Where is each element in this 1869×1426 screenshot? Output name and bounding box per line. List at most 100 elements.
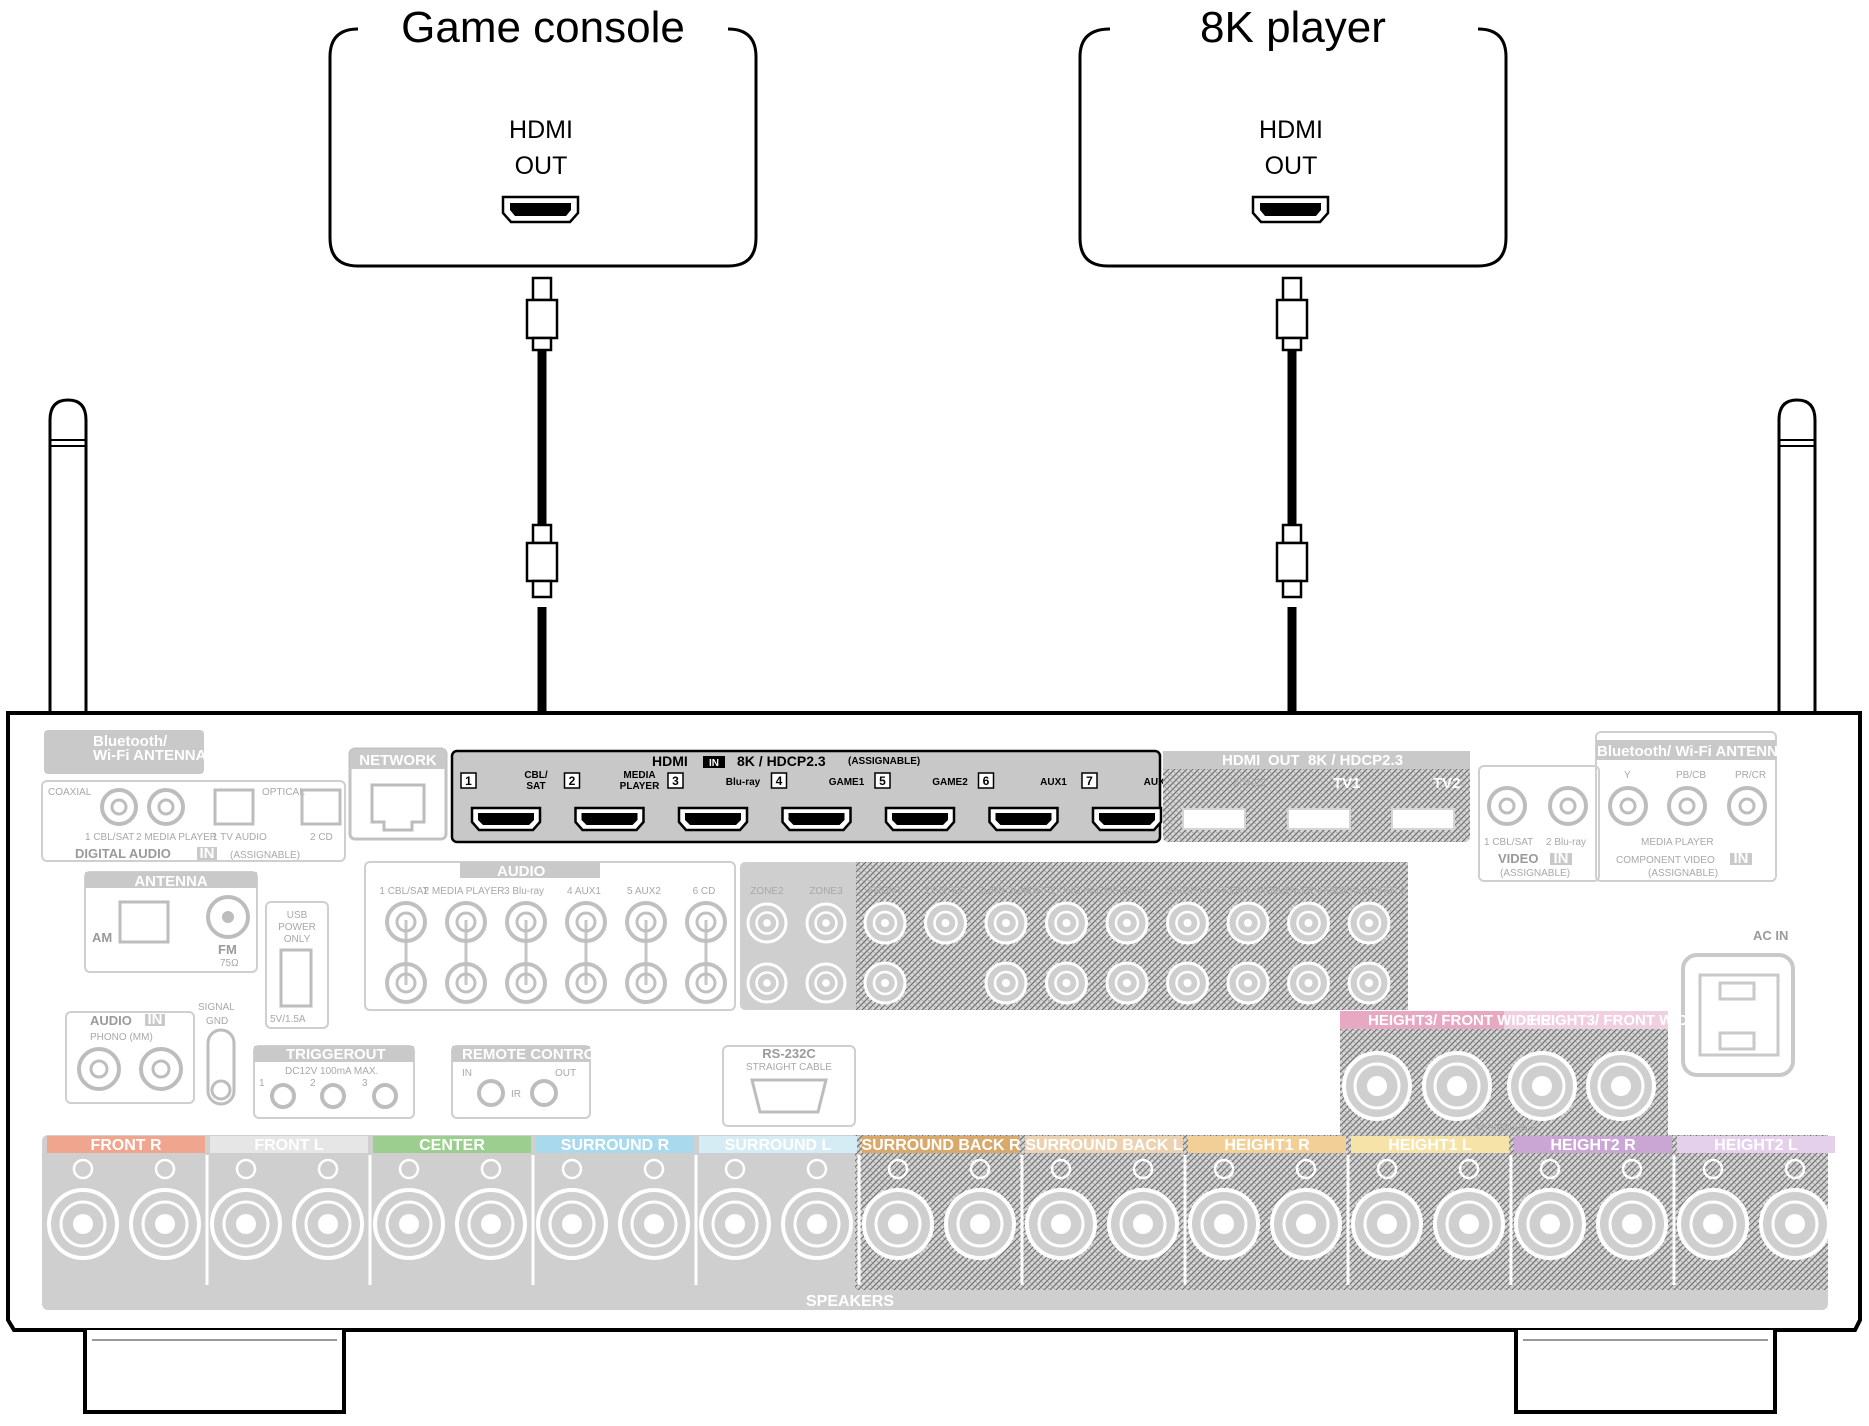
game-console-hdmi-out-port-icon	[501, 195, 580, 224]
pre-out-label: FRONT	[868, 886, 902, 897]
hdmi-out-spec: 8K / HDCP2.3	[1308, 752, 1403, 769]
speaker-group: HEIGHT2 R	[1514, 1136, 1676, 1285]
audio-jack-l	[445, 901, 487, 943]
speaker-group: CENTER	[373, 1136, 535, 1285]
am-label: AM	[92, 930, 112, 945]
speaker-group-label: HEIGHT2 L	[1714, 1137, 1798, 1154]
pre-out-jack	[1166, 901, 1209, 945]
audio-jack-l	[505, 901, 547, 943]
hdmi-port-label: GAME1	[829, 777, 865, 788]
speaker-post	[944, 1158, 1016, 1260]
speaker-post	[129, 1158, 201, 1260]
speakers-label: SPEAKERS	[806, 1293, 894, 1310]
hdmi-port-label: MEDIA	[623, 770, 655, 781]
video-in-badge: IN	[1554, 850, 1569, 867]
speaker-post	[781, 1158, 853, 1260]
audio-jack-l	[685, 901, 727, 943]
speaker-post	[699, 1158, 771, 1260]
phono-section: AUDIO IN PHONO (MM) SIGNAL GND	[65, 1002, 236, 1106]
8k-player-hdmi-out-port-icon	[1251, 195, 1330, 224]
usb-label-3: ONLY	[284, 934, 311, 945]
hdmi-out-badge: OUT	[1268, 752, 1300, 769]
pre-out-jack	[1166, 961, 1209, 1005]
hdmi-port-number: 5	[879, 774, 886, 788]
hdmi-port-label: SAT	[526, 781, 545, 792]
rs232c-label: RS-232C	[762, 1046, 816, 1061]
rs232c-sub-label: STRAIGHT CABLE	[746, 1062, 832, 1073]
pre-out-jack	[984, 961, 1028, 1005]
hdmi-in-port-4[interactable]: 4 GAME1	[770, 772, 865, 832]
ac-in-section: AC IN	[1681, 928, 1795, 1077]
speaker-post	[1422, 1051, 1492, 1121]
audio-jack-r	[565, 962, 607, 1004]
audio-port-label: 3 Blu-ray	[504, 886, 544, 897]
speaker-post	[1188, 1158, 1260, 1260]
digital-port-4-label: 2 CD	[310, 832, 333, 843]
speaker-group-label: SURROUND BACK R	[861, 1137, 1021, 1154]
left-antenna	[48, 398, 88, 718]
zone-port-label: ZONE2	[750, 886, 784, 897]
audio-jack-r	[625, 962, 667, 1004]
component-pr: PR/CR	[1735, 770, 1766, 781]
hdmi-port-number-box	[563, 772, 581, 789]
pre-out-jack	[924, 901, 967, 945]
zone-jack	[746, 962, 788, 1004]
right-antenna	[1777, 398, 1817, 718]
hdmi-port-number: 1	[465, 774, 472, 788]
pre-out-jack	[1105, 901, 1149, 945]
hdmi-port-number-box	[460, 772, 477, 789]
hdmi-port-number: 3	[672, 774, 679, 788]
speaker-post	[1107, 1158, 1179, 1260]
hdmi-port-number-box	[667, 772, 684, 789]
hdmi-in-spec: 8K / HDCP2.3	[737, 753, 826, 769]
speaker-post	[47, 1158, 119, 1260]
trigger-label: TRIGGER	[286, 1046, 355, 1063]
video-port-1-label: 1 CBL/SAT	[1484, 837, 1533, 848]
speaker-group: HEIGHT1 L	[1351, 1136, 1513, 1285]
fm-ohm-label: 75Ω	[220, 958, 239, 969]
8k-player-device: 8K player HDMI OUT	[1078, 3, 1508, 268]
height3-assignable: ASSIGNABLE	[1474, 1123, 1538, 1134]
bt-right-label: Bluetooth/ Wi-Fi ANTENNA	[1597, 743, 1789, 760]
speaker-group-label: HEIGHT2 R	[1550, 1137, 1636, 1154]
bt-left-text-1: Bluetooth/	[93, 733, 168, 750]
zone-jack	[746, 902, 788, 944]
component-pb: PB/CB	[1676, 770, 1706, 781]
speaker-post	[862, 1158, 934, 1260]
optical-label: OPTICAL	[262, 787, 305, 798]
height3-front-wide-section: HEIGHT3/ FRONT WIDE R HEIGHT3/ FRONT WID…	[1340, 1011, 1712, 1135]
audio-port-label: 4 AUX1	[567, 886, 601, 897]
pre-out-label: SURROUND	[977, 886, 1035, 897]
hdmi-port-number: 4	[776, 774, 783, 788]
audio-jack-l	[625, 901, 667, 943]
hdmi-in-title: HDMI	[652, 753, 688, 769]
digital-audio-label: DIGITAL AUDIO	[75, 846, 171, 861]
trigger-port-2: 2	[310, 1078, 316, 1089]
audio-label: AUDIO	[497, 863, 546, 880]
zone-port-label: ZONE3	[809, 886, 843, 897]
speaker-group: SURROUND BACK R	[861, 1136, 1024, 1285]
remote-in-label: IN	[462, 1068, 472, 1079]
hdmi-out-zone2: ZONE2	[1233, 778, 1267, 789]
hdmi-out-section: HDMI OUT 8K / HDCP2.3 ZONE2 TV1 TV2	[1163, 751, 1470, 842]
trigger-spec: DC12V 100mA MAX.	[285, 1066, 378, 1077]
media-player-label: MEDIA PLAYER	[1641, 837, 1714, 848]
zone-jack	[805, 962, 847, 1004]
audio-jack-r	[385, 962, 427, 1004]
audio-jack-l	[565, 901, 607, 943]
speaker-post	[455, 1158, 527, 1260]
zone-jack	[805, 902, 847, 944]
video-assignable: (ASSIGNABLE)	[1500, 868, 1570, 879]
